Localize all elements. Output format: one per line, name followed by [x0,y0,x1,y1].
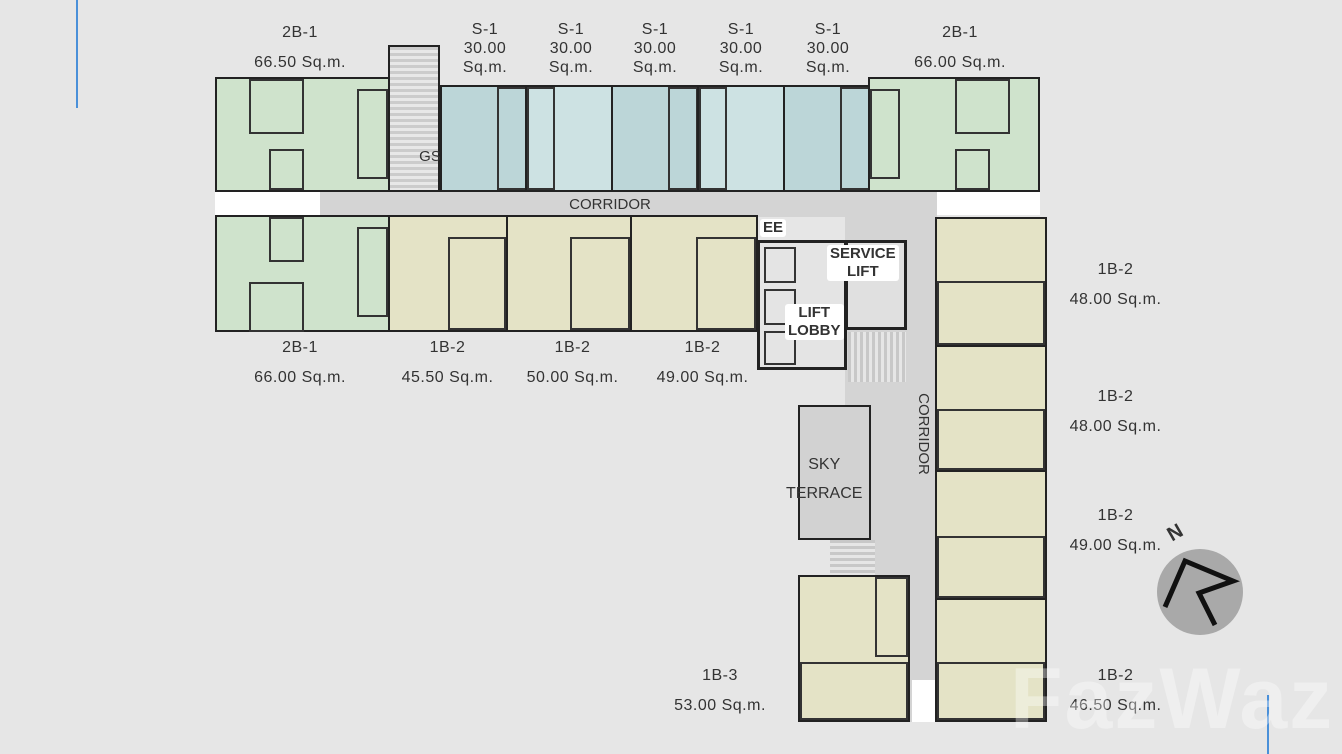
unit-1b2-49-00[interactable] [630,215,758,332]
unit-s1-4[interactable] [697,85,785,192]
stairwell-lower [830,540,875,575]
sky-terrace-label: SKY TERRACE [786,456,863,502]
gs-label: GS [419,148,441,165]
unit-1b3[interactable] [798,575,910,722]
unit-1b2-right-3[interactable] [935,470,1047,600]
corridor-end-right [937,192,1040,215]
unit-s1-5[interactable] [783,85,870,192]
compass [1157,549,1243,635]
unit-1b2-right-1[interactable] [935,217,1047,347]
unit-s1-3[interactable] [611,85,699,192]
stairwell-top [388,45,440,192]
ee-label: EE [760,219,787,237]
north-arrow-icon [1162,557,1240,627]
sky-terrace [798,405,871,540]
corridor-end-left [215,192,320,215]
accent-line-right [1267,695,1269,754]
unit-s1-1[interactable] [440,85,527,192]
watermark-logo: FazWaz [1010,651,1335,747]
unit-s1-2[interactable] [525,85,613,192]
stairwell-center [848,332,906,382]
corridor-horizontal [215,190,937,217]
unit-2b1-top-left[interactable] [215,77,390,192]
corridor-vertical [910,190,937,722]
unit-1b2-right-2[interactable] [935,345,1047,472]
unit-1b2-45-50[interactable] [388,215,508,332]
unit-1b2-right-4[interactable] [935,598,1047,722]
service-lift-label: SERVICE LIFT [827,245,899,281]
lift-lobby-label: LIFT LOBBY [785,304,844,340]
accent-line-left [76,0,78,108]
unit-2b1-bottom-left[interactable] [215,215,390,332]
unit-2b1-top-right[interactable] [868,77,1040,192]
unit-1b2-50-00[interactable] [506,215,632,332]
corridor-label-horizontal: CORRIDOR [569,196,651,213]
corridor-label-vertical: CORRIDOR [915,393,932,475]
corridor-end-bottom [912,680,935,722]
